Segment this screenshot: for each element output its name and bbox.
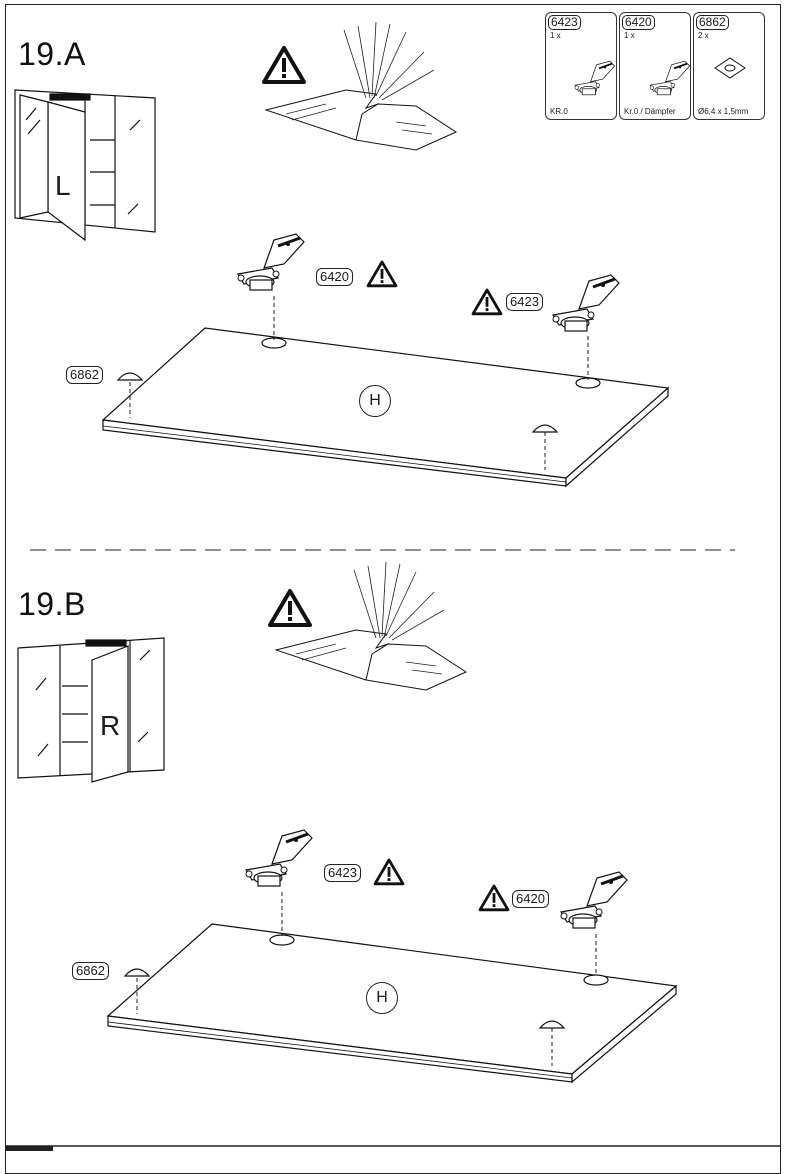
step-title: 19.A — [18, 36, 86, 72]
part-callout: 6862 — [66, 366, 103, 384]
door-side-letter: R — [100, 710, 121, 741]
part-callout: 6423 — [506, 293, 543, 311]
hinge-icon — [574, 60, 616, 96]
part-card-6862: 6862 2 x Ø6,4 x 1,5mm — [693, 12, 765, 120]
warning-icon — [268, 589, 312, 627]
part-qty: 1 x — [624, 31, 635, 40]
part-id: 6420 — [622, 15, 655, 30]
part-callout: 6420 — [512, 890, 549, 908]
part-card-6420: 6420 1 x Kr.0 / Dämpfer — [619, 12, 691, 120]
bumper-icon — [124, 968, 150, 977]
part-qty: 2 x — [698, 31, 709, 40]
part-id: 6862 — [696, 15, 729, 30]
hinge-icon — [551, 273, 621, 333]
cabinet-illustration-left — [14, 89, 156, 242]
broken-glass-icon — [265, 21, 457, 151]
part-name: KR.0 — [550, 107, 568, 116]
bumper-icon — [117, 372, 143, 381]
panel-label: H — [359, 385, 391, 417]
hinge-icon — [559, 870, 629, 930]
warning-icon — [478, 884, 510, 912]
part-qty: 1 x — [550, 31, 561, 40]
cabinet-illustration-right — [17, 637, 165, 783]
part-callout: 6862 — [72, 962, 109, 980]
panel-label: H — [366, 982, 398, 1014]
part-callout: 6423 — [324, 864, 361, 882]
warning-icon — [471, 288, 503, 316]
washer-icon — [714, 57, 746, 79]
warning-icon — [373, 858, 405, 886]
part-card-6423: 6423 1 x KR.0 — [545, 12, 617, 120]
hinge-icon — [236, 232, 306, 292]
part-id: 6423 — [548, 15, 581, 30]
hinge-icon — [244, 828, 314, 888]
door-side-letter: L — [55, 170, 71, 201]
warning-icon — [262, 46, 306, 84]
part-callout: 6420 — [316, 268, 353, 286]
part-name: Ø6,4 x 1,5mm — [698, 107, 749, 116]
hinge-icon — [649, 60, 691, 96]
step-title: 19.B — [18, 586, 86, 622]
part-name: Kr.0 / Dämpfer — [624, 107, 676, 116]
warning-icon — [366, 260, 398, 288]
